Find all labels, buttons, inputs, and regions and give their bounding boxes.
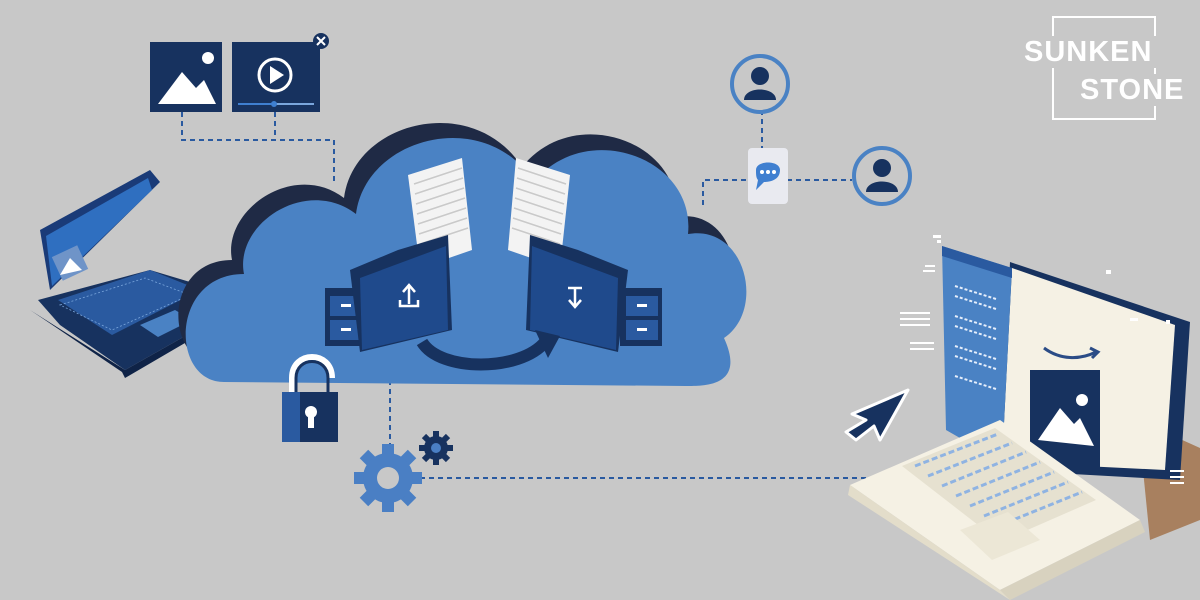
brand-logo-line1: SUNKEN [1020,36,1156,68]
image-card [150,42,222,112]
gear-icon [419,431,453,465]
cursor-arrow-icon [846,390,908,440]
cloud [186,138,747,386]
file-cabinet-icon [620,288,662,346]
user-avatar-icon [854,148,910,204]
gear-icon [354,444,422,512]
user-avatar-icon [732,56,788,112]
video-card [232,42,320,112]
brand-logo-line2: STONE [1076,74,1188,106]
chat-bubble-icon [748,148,788,204]
close-icon[interactable] [313,33,329,49]
laptop-icon [848,246,1200,600]
brand-logo: SUNKEN STONE [1052,16,1156,120]
